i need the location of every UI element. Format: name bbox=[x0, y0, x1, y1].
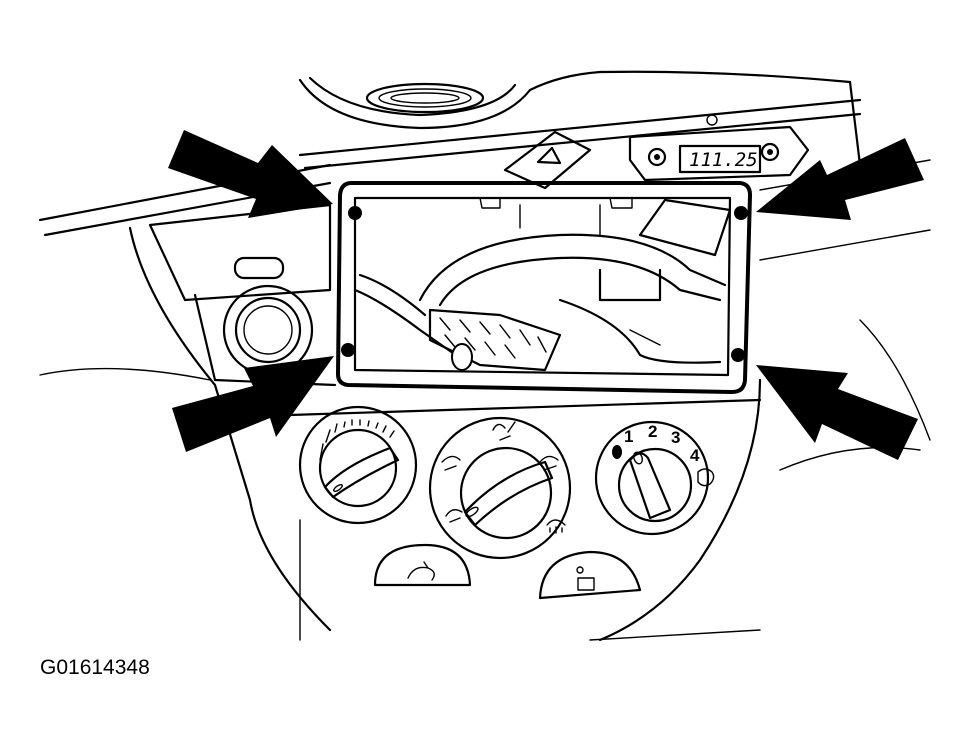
arrow-lower-left bbox=[172, 356, 334, 452]
rear-defrost-button bbox=[538, 550, 642, 600]
vent-face-feet-icon bbox=[441, 455, 461, 471]
fan-speed-knob: 1 2 3 4 bbox=[594, 420, 715, 536]
rear-window-defrost-icon bbox=[577, 577, 595, 591]
hazard-button bbox=[503, 130, 592, 190]
fan-speed-2: 2 bbox=[648, 422, 657, 441]
fan-auto-icon bbox=[697, 468, 715, 487]
arrows bbox=[168, 130, 924, 460]
vent-face-icon bbox=[492, 421, 516, 441]
heater-control-panel: 1 2 3 4 bbox=[288, 398, 762, 600]
fan-speed-3: 3 bbox=[671, 428, 680, 447]
clock-unit: 111.25 bbox=[628, 114, 810, 182]
air-distribution-knob bbox=[428, 416, 572, 560]
arrow-lower-right bbox=[756, 365, 918, 460]
fan-speed-4: 4 bbox=[690, 446, 700, 465]
recirculation-icon bbox=[407, 561, 435, 581]
right-console bbox=[39, 319, 931, 642]
clock-display: 111.25 bbox=[689, 149, 758, 171]
radio-opening bbox=[336, 181, 752, 394]
temperature-knob bbox=[298, 405, 418, 525]
feet-icon bbox=[445, 509, 463, 523]
figure-id: G01614348 bbox=[40, 656, 150, 679]
hazard-triangle-icon bbox=[536, 146, 562, 165]
arrow-upper-left bbox=[168, 130, 333, 218]
arrow-upper-right bbox=[756, 138, 924, 220]
center-vent bbox=[298, 70, 862, 167]
recirculation-button bbox=[373, 543, 472, 587]
windshield-defrost-icon bbox=[546, 519, 566, 534]
feet-defrost-icon bbox=[539, 455, 559, 471]
fan-speed-1: 1 bbox=[624, 427, 633, 446]
